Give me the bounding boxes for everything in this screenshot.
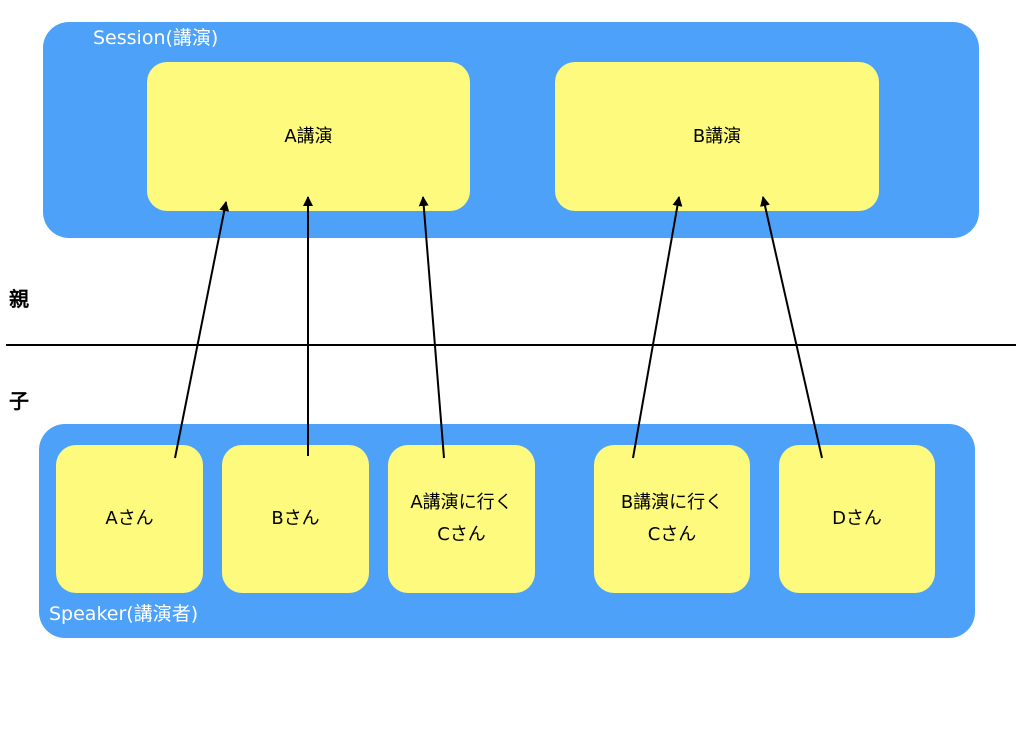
- parent-tier-label: 親: [9, 287, 29, 311]
- talk-card-a[interactable]: A講演: [147, 62, 470, 211]
- speaker-card-b[interactable]: Bさん: [222, 445, 369, 593]
- speaker-card-a[interactable]: Aさん: [56, 445, 203, 593]
- speaker-card-d[interactable]: Dさん: [779, 445, 935, 593]
- link-arrow-a-to-a: [174, 201, 230, 459]
- speaker-card-c-b[interactable]: B講演に行く Cさん: [594, 445, 750, 593]
- speaker-card-d-label: Dさん: [832, 508, 882, 529]
- speaker-card-c-a-label: A講演に行く Cさん: [410, 492, 513, 545]
- link-arrow-c-a-to-a: [418, 196, 445, 459]
- speaker-card-a-label: Aさん: [105, 508, 154, 529]
- talk-card-b[interactable]: B講演: [555, 62, 879, 211]
- speaker-card-b-label: Bさん: [271, 508, 320, 529]
- link-arrow-c-b-to-b: [632, 196, 683, 459]
- talk-card-a-label: A講演: [284, 125, 333, 147]
- link-arrow-d-to-b: [760, 196, 823, 459]
- speaker-card-c-b-label: B講演に行く Cさん: [620, 492, 724, 545]
- talk-card-b-label: B講演: [692, 125, 742, 147]
- speaker-group: Aさん Bさん A講演に行く Cさん B講演に行く Cさん Dさん Speake…: [39, 424, 975, 638]
- child-tier-label: 子: [9, 389, 29, 413]
- tier-divider: [6, 344, 1016, 346]
- speaker-card-c-a[interactable]: A講演に行く Cさん: [388, 445, 535, 593]
- speaker-group-label: Speaker(講演者): [49, 603, 199, 625]
- session-group-label: Session(講演): [93, 27, 219, 49]
- session-group: Session(講演) A講演 B講演: [43, 22, 979, 238]
